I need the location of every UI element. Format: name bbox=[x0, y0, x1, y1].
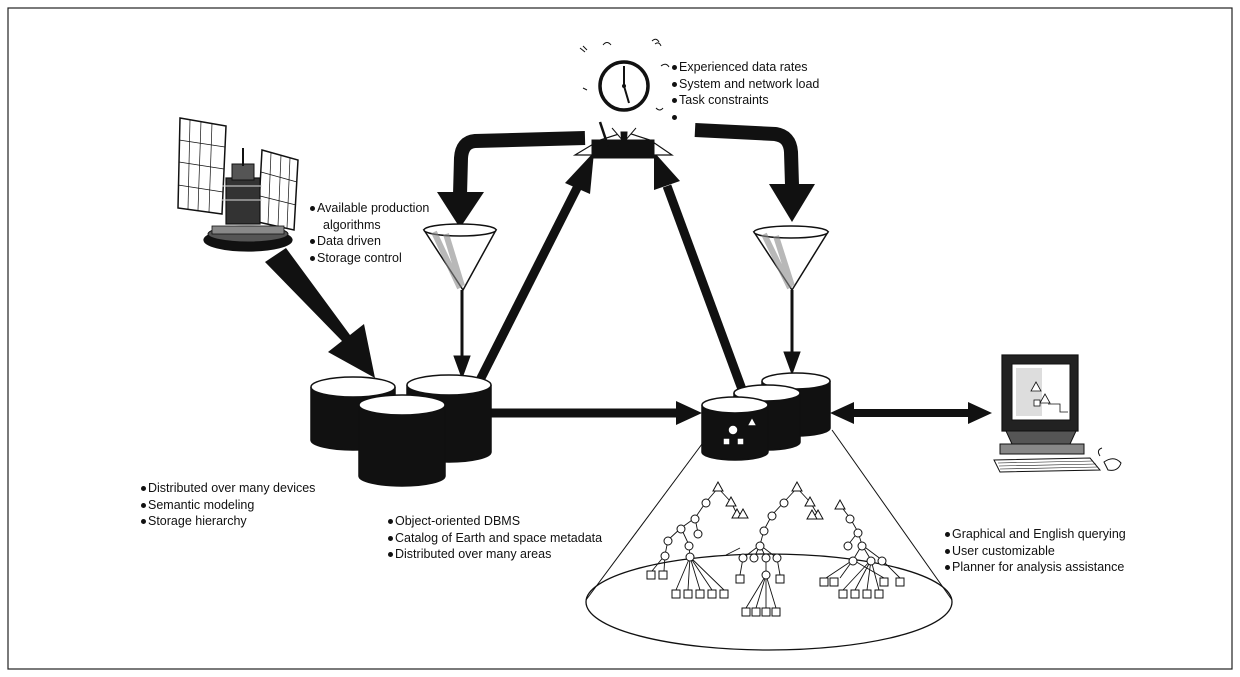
note-item: System and network load bbox=[672, 76, 819, 93]
note-item: Planner for analysis assistance bbox=[945, 559, 1126, 576]
note-item: Storage hierarchy bbox=[141, 513, 315, 530]
arrow-scheduler-to-right-funnel bbox=[694, 123, 815, 222]
note-item: Experienced data rates bbox=[672, 59, 819, 76]
note-item-continuation: algorithms bbox=[323, 217, 381, 232]
distributed-storage-cylinders-icon bbox=[310, 374, 492, 487]
storage-notes: Distributed over many devices Semantic m… bbox=[141, 480, 315, 530]
satellite-icon bbox=[177, 117, 299, 252]
arrow-storage-to-scheduler bbox=[473, 152, 594, 387]
arrow-database-to-workstation bbox=[830, 402, 992, 424]
note-item: Catalog of Earth and space metadata bbox=[388, 530, 602, 547]
note-item: Storage control bbox=[310, 250, 429, 267]
note-item: Graphical and English querying bbox=[945, 526, 1126, 543]
dbms-notes: Object-oriented DBMS Catalog of Earth an… bbox=[388, 513, 602, 563]
metadata-object-tree-cone bbox=[585, 429, 953, 651]
left-filter-funnel-icon bbox=[422, 223, 498, 380]
note-item: Distributed over many areas bbox=[388, 546, 602, 563]
user-workstation-icon bbox=[993, 354, 1122, 473]
user-interface-notes: Graphical and English querying User cust… bbox=[945, 526, 1126, 576]
note-item: Semantic modeling bbox=[141, 497, 315, 514]
arrow-scheduler-to-left-funnel bbox=[437, 131, 586, 228]
note-item: Available production bbox=[310, 200, 429, 217]
object-database-cylinders-icon bbox=[701, 372, 831, 461]
note-item: Distributed over many devices bbox=[141, 480, 315, 497]
arrow-satellite-to-storage bbox=[265, 248, 375, 378]
note-item: User customizable bbox=[945, 543, 1126, 560]
arrow-storage-to-database bbox=[488, 401, 702, 425]
note-item: Object-oriented DBMS bbox=[388, 513, 602, 530]
scheduler-notes: Experienced data rates System and networ… bbox=[672, 59, 819, 120]
satellite-notes: Available production algorithms Data dri… bbox=[310, 200, 429, 266]
note-item: Data driven bbox=[310, 233, 429, 250]
right-filter-funnel-icon bbox=[752, 225, 830, 376]
figure-frame bbox=[7, 7, 1233, 670]
arrow-database-to-scheduler bbox=[654, 152, 748, 394]
note-item: Task constraints bbox=[672, 92, 819, 109]
scheduler-person-clock-icon bbox=[572, 38, 674, 159]
